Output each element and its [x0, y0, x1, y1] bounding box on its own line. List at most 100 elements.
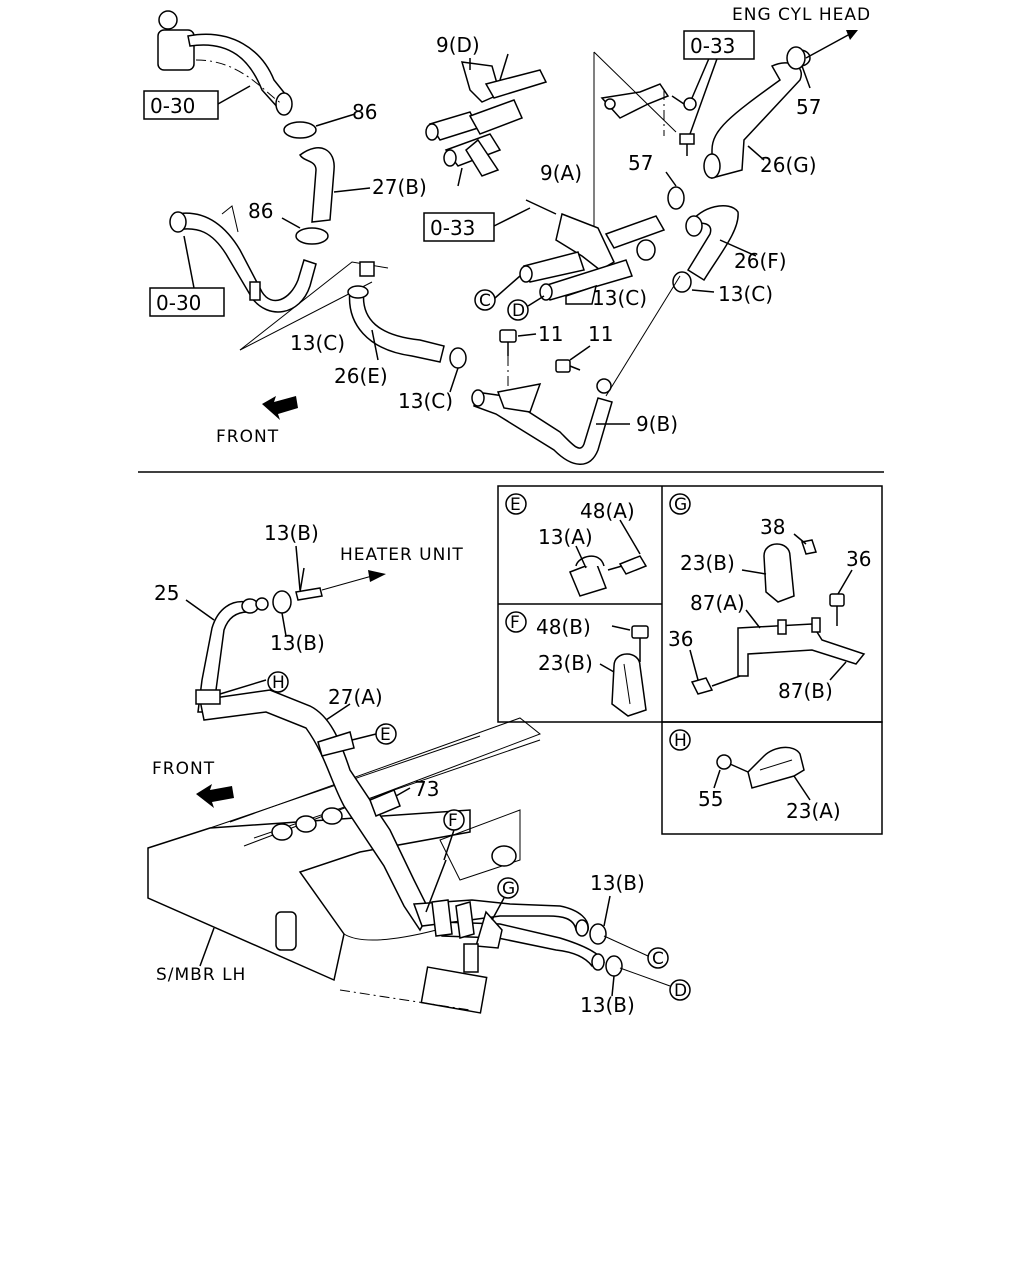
label-36-left: 36 — [668, 627, 693, 651]
label-9b: 9(B) — [636, 412, 678, 436]
water-pipe-lower — [169, 205, 317, 313]
clamp-13b-top — [272, 590, 292, 614]
arrow-to-engine-head — [846, 30, 858, 40]
label-27b: 27(B) — [372, 175, 427, 199]
clamp-13b-lower-1 — [589, 923, 607, 945]
arrow-to-heater-unit — [368, 570, 386, 582]
hose-clamp-86-lower — [295, 227, 329, 245]
pipe-bracket-9a — [519, 199, 666, 305]
front-label-bottom: FRONT — [152, 759, 215, 779]
panel-g-marker: G — [674, 495, 688, 515]
clip-13c-upper-left — [359, 261, 375, 277]
label-25: 25 — [154, 581, 179, 605]
panel-e-marker: E — [510, 495, 522, 515]
ref-box-0-30-upper — [143, 90, 219, 120]
marker-g-bottom — [497, 877, 519, 899]
marker-e-bottom-label: E — [380, 725, 392, 745]
hose-clamp-86-upper — [283, 121, 317, 139]
label-86-lower: 86 — [248, 199, 273, 223]
clamp-13c-right — [672, 271, 692, 293]
water-outlet-pipe-upper — [157, 10, 293, 116]
center-line — [195, 59, 283, 105]
label-13b-second: 13(B) — [270, 631, 325, 655]
label-23b-panel-g: 23(B) — [680, 551, 735, 575]
label-11-left: 11 — [538, 322, 563, 346]
eng-cyl-head-callout: ENG CYL HEAD — [732, 5, 871, 25]
bottom-heater-section — [147, 545, 671, 1014]
clamp-13b-connector — [295, 587, 323, 601]
label-26e: 26(E) — [334, 364, 388, 388]
label-73: 73 — [414, 777, 439, 801]
ref-0-33-lower: 0-33 — [430, 216, 475, 240]
marker-g-bottom-label: G — [502, 879, 516, 899]
panel-f-marker: F — [510, 613, 521, 633]
detail-panel-f — [505, 611, 649, 717]
clamp-73 — [369, 789, 401, 817]
pipe-9b — [471, 378, 613, 465]
ref-box-0-33-upper — [683, 30, 755, 60]
clamp-13c-26e — [449, 347, 467, 369]
bolt-11-right — [555, 359, 581, 373]
label-55: 55 — [698, 787, 723, 811]
label-38: 38 — [760, 515, 785, 539]
label-13c-left: 13(C) — [290, 331, 345, 355]
detail-panel-g — [669, 493, 866, 695]
panel-h-marker: H — [674, 731, 688, 751]
label-13b-top: 13(B) — [264, 521, 319, 545]
hose-27b — [299, 147, 335, 223]
bolt-11-left — [499, 329, 517, 356]
front-arrow-bottom — [196, 784, 234, 808]
label-87b: 87(B) — [778, 679, 833, 703]
front-label-top: FRONT — [216, 427, 279, 447]
top-engine-section — [157, 10, 858, 465]
hose-26f — [686, 205, 739, 282]
marker-c-top-label: C — [479, 291, 492, 311]
label-13b-fourth: 13(B) — [580, 993, 635, 1017]
label-13c-right: 13(C) — [718, 282, 773, 306]
ref-0-30-lower: 0-30 — [156, 291, 201, 315]
label-11-right: 11 — [588, 322, 613, 346]
detail-panel-e — [505, 493, 648, 597]
clamp-13c-9a — [636, 239, 656, 261]
label-26f: 26(F) — [734, 249, 787, 273]
label-36-right: 36 — [846, 547, 871, 571]
smbr-lh-callout: S/MBR LH — [156, 965, 246, 985]
heater-unit-callout: HEATER UNIT — [340, 545, 464, 565]
detail-panel-h — [669, 729, 811, 801]
ref-box-0-30-lower — [149, 287, 225, 317]
pipe-bracket-9d — [425, 53, 548, 187]
marker-c-bottom-label: C — [652, 949, 665, 969]
detail-panels: E 48(A) 13(A) F 48(B) 23(B) — [497, 485, 883, 835]
label-13b-third: 13(B) — [590, 871, 645, 895]
label-13c-26e: 13(C) — [398, 389, 453, 413]
marker-d-bottom-label: D — [674, 981, 688, 1001]
hose-26e — [348, 289, 445, 363]
label-48b: 48(B) — [536, 615, 591, 639]
label-57-upper: 57 — [796, 95, 821, 119]
marker-e-bottom — [375, 723, 397, 745]
label-13a: 13(A) — [538, 525, 593, 549]
marker-f-bottom-label: F — [448, 811, 459, 831]
label-23b-panel-f: 23(B) — [538, 651, 593, 675]
front-arrow-top — [262, 396, 298, 420]
ref-box-0-33-lower — [423, 212, 495, 242]
view-guide-lines — [239, 261, 389, 351]
ref-0-33-upper: 0-33 — [690, 34, 735, 58]
ref-0-30-upper: 0-30 — [150, 94, 195, 118]
marker-h-bottom — [267, 671, 289, 693]
label-48a: 48(A) — [580, 499, 635, 523]
marker-c-bottom — [647, 947, 669, 969]
label-87a: 87(A) — [690, 591, 745, 615]
label-57-lower: 57 — [628, 151, 653, 175]
label-26g: 26(G) — [760, 153, 817, 177]
label-86-upper: 86 — [352, 100, 377, 124]
marker-h-bottom-label: H — [272, 673, 286, 693]
marker-d-bottom — [669, 979, 691, 1001]
marker-d-top-label: D — [512, 301, 526, 321]
clamp-13b-lower-2 — [605, 955, 623, 977]
label-9a: 9(A) — [540, 161, 582, 185]
marker-d-top — [507, 299, 529, 321]
label-9d: 9(D) — [436, 33, 480, 57]
clamp-57-upper — [786, 46, 806, 70]
